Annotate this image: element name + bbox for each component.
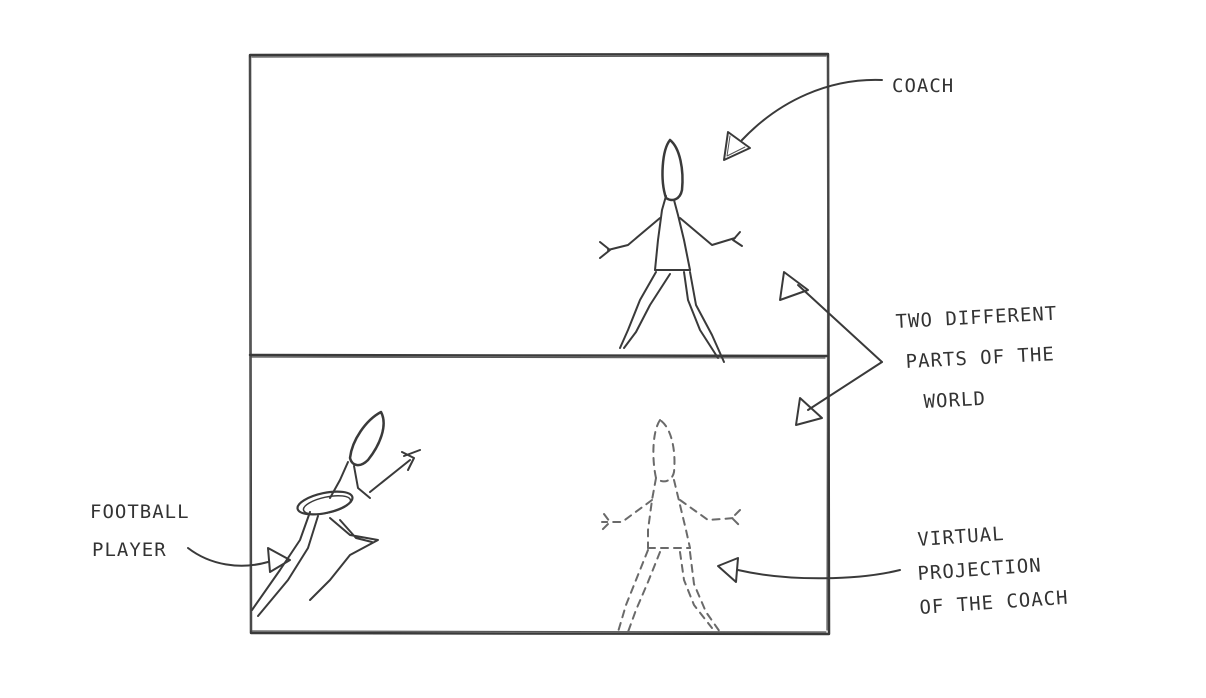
football-player-label-line1: FOOTBALL bbox=[90, 501, 190, 523]
world-frame bbox=[248, 52, 831, 636]
two-parts-label-line1: TWO DIFFERENT bbox=[895, 303, 1058, 333]
coach-figure bbox=[599, 138, 743, 363]
football-player-arrow bbox=[187, 547, 291, 573]
two-parts-arrows bbox=[779, 271, 883, 426]
football-player-figure bbox=[251, 410, 421, 617]
two-parts-label-line3: WORLD bbox=[923, 388, 986, 413]
two-parts-label-line2: PARTS OF THE bbox=[905, 343, 1055, 373]
virtual-projection-label: VIRTUAL PROJECTION OF THE COACH bbox=[917, 523, 1069, 619]
football-player-label: FOOTBALL PLAYER bbox=[90, 501, 190, 561]
world-divider bbox=[248, 353, 829, 359]
coach-projection-figure bbox=[601, 419, 741, 633]
coach-label: COACH bbox=[892, 75, 954, 97]
coach-arrow bbox=[723, 78, 883, 161]
virtual-projection-label-line3: OF THE COACH bbox=[919, 587, 1069, 619]
football-player-label-line2: PLAYER bbox=[92, 539, 167, 561]
virtual-projection-label-line2: PROJECTION bbox=[917, 554, 1043, 585]
virtual-projection-arrow bbox=[717, 557, 901, 583]
virtual-projection-label-line1: VIRTUAL bbox=[917, 523, 1005, 551]
two-parts-label: TWO DIFFERENT PARTS OF THE WORLD bbox=[895, 303, 1058, 413]
